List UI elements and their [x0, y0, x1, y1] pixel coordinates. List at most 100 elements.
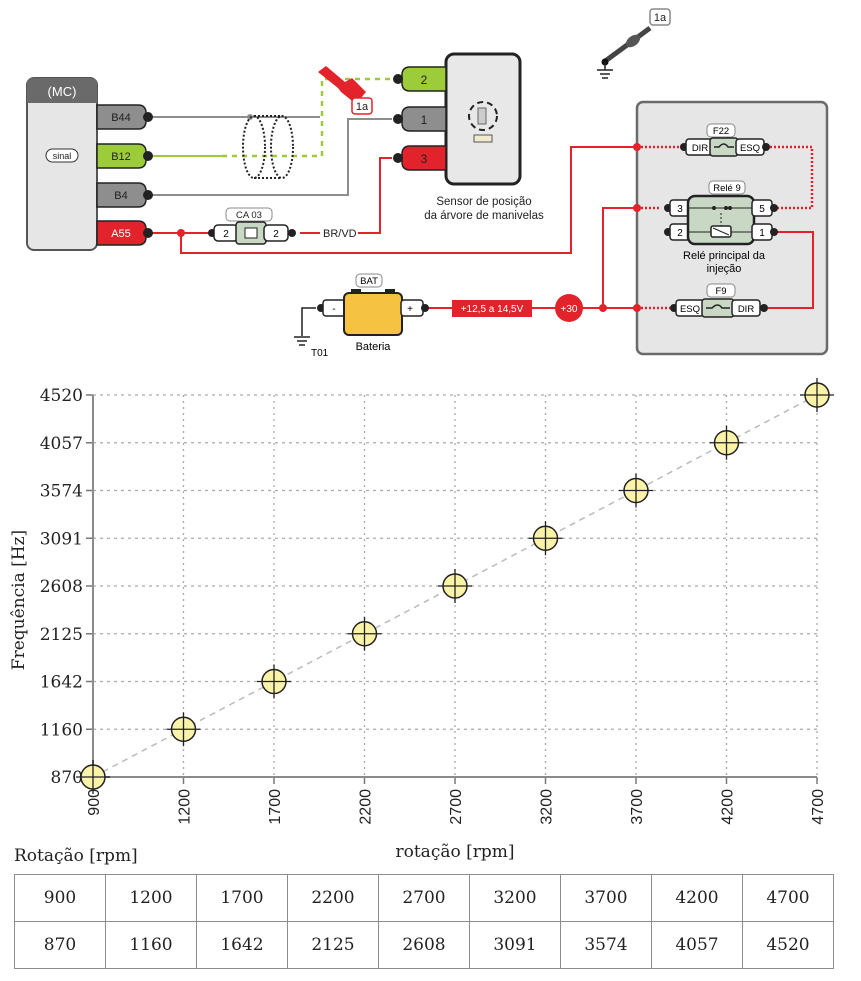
crank-sensor[interactable]: Sensor de posição da árvore de manivelas: [424, 52, 544, 222]
relay-pin-3: 3: [677, 204, 683, 215]
fuse-f9[interactable]: F9 ESQ DIR: [670, 283, 768, 318]
y-tick-label: 3091: [40, 529, 83, 549]
voltage-badge: +12,5 a 14,5V: [452, 300, 532, 317]
red-probe-label: 1a: [356, 101, 369, 113]
table-cell: 4200: [651, 874, 743, 922]
data-point: [257, 664, 291, 699]
relay-9[interactable]: Relé 9 3 2 5 1 Relé principal da injeção: [664, 180, 778, 275]
sensor-pins: 2 1 3: [393, 66, 447, 171]
x-tick-label: 2200: [358, 789, 375, 825]
sensor-label-line1: Sensor de posição: [436, 196, 531, 208]
x-tick-label: 4200: [720, 789, 737, 825]
relay-pin-1: 1: [759, 228, 765, 239]
relay-title: Relé 9: [713, 183, 740, 194]
grid: [93, 394, 818, 777]
ground-label: T01: [311, 348, 329, 359]
battery-label: Bateria: [356, 341, 392, 353]
sensor-pin-label: 3: [421, 152, 428, 166]
table-cell: 2125: [287, 921, 379, 969]
fuse-f9-left: ESQ: [680, 304, 700, 315]
data-points: [76, 378, 834, 794]
shield-icon: [242, 115, 294, 179]
battery-title: BAT: [360, 276, 378, 287]
ecu-pin-b4[interactable]: B4: [96, 182, 153, 208]
wire-to-relay3: [602, 207, 636, 308]
data-point: [166, 712, 201, 747]
junction: [177, 229, 185, 237]
y-tick-label: 2125: [40, 625, 83, 645]
ground-icon: [597, 69, 613, 79]
ecu-pin-a55[interactable]: A55: [96, 220, 153, 246]
fuse-f9-right: DIR: [738, 304, 755, 315]
terminal-label: +30: [561, 304, 578, 315]
table-cell: 1700: [196, 874, 288, 922]
wire-battery-ground: [301, 307, 316, 336]
table-cell: 3700: [560, 874, 652, 922]
wire-a55-to-relay: [180, 146, 636, 254]
ecu-title: (MC): [48, 84, 77, 99]
black-probe-label: 1a: [654, 12, 667, 24]
y-tick-label: 1642: [40, 673, 83, 693]
y-axis-label: Frequência [Hz]: [9, 530, 29, 670]
table-cell: 2608: [378, 921, 470, 969]
fuse-f22-left: DIR: [692, 143, 709, 154]
data-point: [347, 616, 382, 651]
table-cell: 1200: [105, 874, 197, 922]
relay-label-line2: injeção: [707, 263, 742, 275]
sensor-pin-label: 2: [421, 73, 428, 87]
table-cell: 870: [14, 921, 106, 969]
data-point: [619, 473, 653, 508]
connector-title: CA 03: [236, 210, 262, 221]
ecu-pin-label: B4: [114, 190, 127, 202]
x-tick-label: 1700: [267, 789, 284, 825]
data-point: [76, 760, 110, 794]
table-cell: 3091: [469, 921, 561, 969]
voltage-label: +12,5 a 14,5V: [461, 304, 524, 315]
table-cell: 4520: [742, 921, 834, 969]
relay-pin-5: 5: [759, 204, 765, 215]
red-probe[interactable]: 1a: [318, 66, 373, 115]
sensor-pin-1[interactable]: 1: [393, 106, 447, 132]
table-caption: Rotação [rpm]: [14, 846, 138, 866]
x-axis-label: rotação [rpm]: [395, 842, 514, 862]
fuse-f22[interactable]: F22 DIR ESQ: [680, 123, 770, 157]
fuse-f9-title: F9: [715, 286, 726, 297]
y-tick-label: 1160: [40, 720, 83, 740]
wire-brvd-to-sensor: [358, 157, 392, 234]
fuse-f22-right: ESQ: [740, 143, 760, 154]
ecu-pin-label: B12: [111, 151, 131, 163]
ecu-module[interactable]: (MC) sinal: [26, 77, 98, 251]
table-cell: 4057: [651, 921, 743, 969]
data-point: [800, 378, 834, 412]
table-cell: 2200: [287, 874, 379, 922]
y-tick-label: 4057: [40, 434, 83, 454]
y-tick-label: 4520: [40, 386, 83, 406]
connector-left-pin: 2: [223, 229, 229, 240]
black-probe[interactable]: 1a: [597, 8, 671, 79]
ecu-pin-b44[interactable]: B44: [96, 104, 153, 130]
battery-negative: -: [332, 304, 335, 315]
x-tick-label: 3700: [629, 789, 646, 825]
sensor-pin-2[interactable]: 2: [393, 66, 447, 92]
x-tick-label: 3200: [539, 789, 556, 825]
table-cell: 4700: [742, 874, 834, 922]
battery-positive: +: [407, 304, 413, 315]
ground-icon: [294, 336, 310, 346]
sensor-pin-3[interactable]: 3: [393, 145, 447, 171]
connector-ca03[interactable]: CA 03 2 2: [208, 207, 296, 245]
y-tick-label: 870: [51, 768, 83, 788]
sensor-label-line2: da árvore de manivelas: [424, 210, 544, 222]
table-cell: 900: [14, 874, 106, 922]
relay-label-line1: Relé principal da: [683, 250, 766, 262]
battery[interactable]: BAT - + Bateria T01: [294, 273, 429, 359]
ecu-pin-b12[interactable]: B12: [96, 143, 153, 169]
table-cell: 3574: [560, 921, 652, 969]
terminal-30-badge: +30: [555, 294, 583, 322]
